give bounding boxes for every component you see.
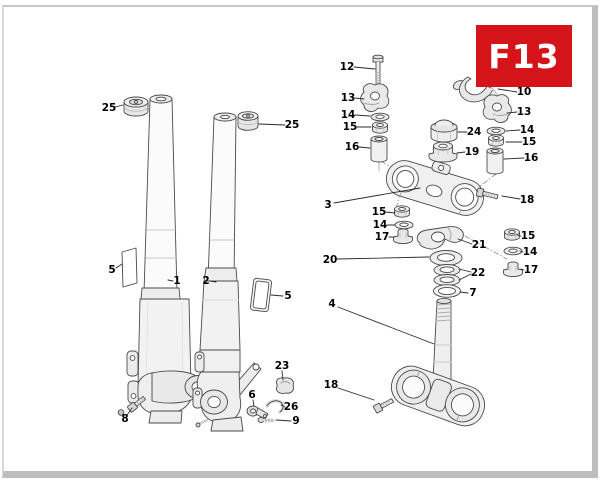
- nut-15-far-right: [504, 228, 520, 241]
- sticker-5-left: [121, 247, 138, 288]
- leader-line-25: [114, 104, 124, 108]
- leader-line-18: [501, 195, 521, 200]
- part-23-grommet: [276, 377, 294, 394]
- steering-damper-clamp-right: [482, 94, 512, 124]
- nut-15-right: [488, 134, 504, 147]
- leader-line-12: [353, 66, 376, 70]
- bolt-18-right: [475, 187, 499, 200]
- leader-line-15: [516, 234, 522, 237]
- leader-line-7: [459, 291, 469, 294]
- leader-lines: [114, 66, 525, 422]
- spacer-16-right: [486, 147, 504, 175]
- leader-line-5: [115, 263, 123, 269]
- leader-line-5: [270, 294, 284, 297]
- part-26-clamp-ring: [265, 399, 285, 414]
- fork-leg-middle: [192, 112, 262, 432]
- leader-line-3: [333, 187, 421, 204]
- nut-15-left: [372, 121, 388, 134]
- leader-line-14: [519, 250, 524, 253]
- steering-stem-4: [432, 297, 452, 381]
- sticker-5-middle: [250, 277, 272, 313]
- bolt-12: [372, 54, 384, 88]
- leader-line-20: [336, 256, 430, 260]
- leader-line-13: [354, 97, 365, 100]
- leader-line-14: [354, 114, 371, 117]
- leader-line-26: [280, 404, 286, 408]
- flange-nut-19: [428, 141, 458, 163]
- leader-line-15: [385, 211, 396, 214]
- bolt-18-bottom: [372, 398, 394, 414]
- bushing-17-far-right: [503, 261, 523, 278]
- bottom-triple-clamp: [390, 365, 486, 427]
- steering-damper-clamp-left: [360, 83, 390, 113]
- washers-22: [433, 264, 461, 286]
- leader-line-6: [252, 399, 255, 407]
- leader-line-22: [458, 273, 472, 281]
- leader-line-16: [358, 146, 371, 149]
- washer-14-right: [486, 126, 506, 136]
- o-ring-7: [433, 284, 461, 298]
- leader-line-21: [457, 238, 473, 245]
- page-code: F13: [488, 36, 560, 76]
- fork-leg-left: [126, 94, 212, 424]
- fork-cap-left: [123, 96, 149, 117]
- bolt-8: [117, 395, 146, 416]
- washer-14-center: [394, 220, 414, 230]
- cap-nut-24: [430, 119, 458, 143]
- part-6-sensor: [246, 405, 269, 420]
- leader-line-8: [126, 407, 133, 416]
- page-code-badge: F13: [476, 25, 572, 87]
- top-triple-clamp-3: [385, 160, 485, 216]
- leader-line-23: [281, 370, 284, 381]
- bushing-17-center: [393, 228, 413, 245]
- leader-line-4: [337, 306, 435, 345]
- leader-line-18: [337, 387, 375, 401]
- leader-line-13: [506, 111, 518, 114]
- spacer-16-left: [370, 135, 388, 172]
- washer-14-far-right: [503, 246, 523, 256]
- leader-line-14: [505, 129, 521, 132]
- washer-20: [429, 250, 463, 266]
- leader-line-16: [503, 157, 525, 160]
- leader-line-1: [167, 279, 174, 282]
- leader-line-10: [497, 88, 518, 93]
- fork-cap-middle: [237, 111, 259, 131]
- leader-line-2: [209, 280, 217, 283]
- leader-line-9: [275, 419, 292, 422]
- bracket-21: [416, 226, 464, 250]
- leader-line-25: [258, 123, 286, 126]
- nut-15-center: [394, 205, 410, 218]
- leader-line-22: [458, 268, 472, 273]
- leader-line-17: [520, 268, 525, 271]
- washer-14-left: [370, 112, 390, 122]
- leader-line-19: [456, 151, 466, 154]
- screw-9: [257, 416, 276, 424]
